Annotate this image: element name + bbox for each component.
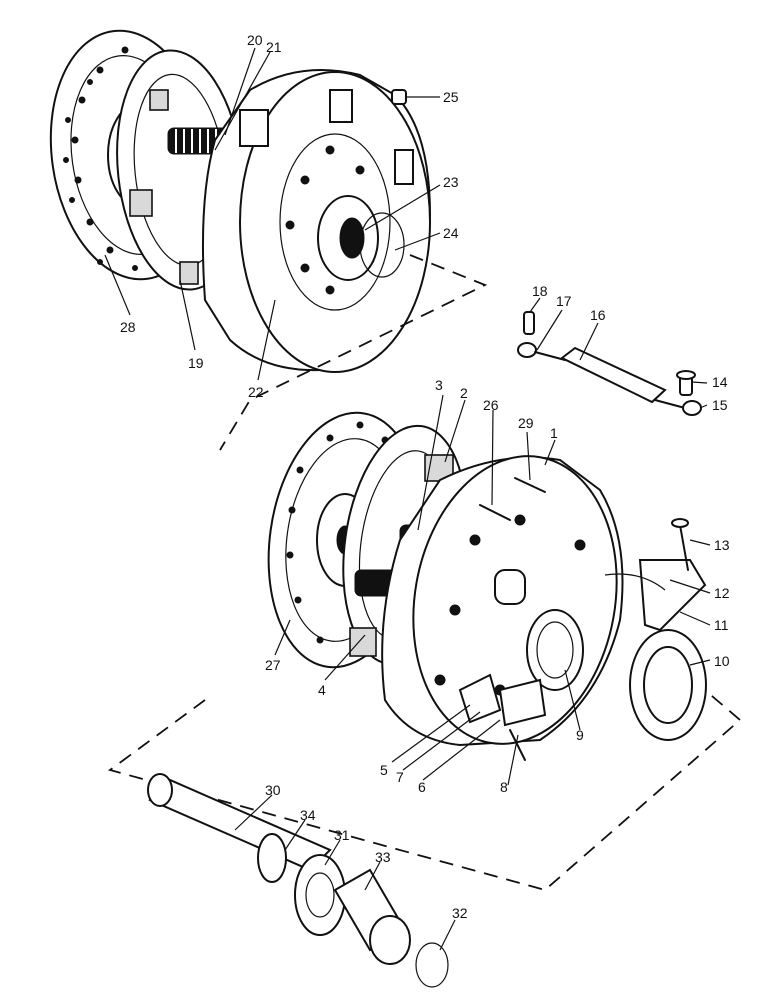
callout-21: 21 (266, 39, 282, 55)
callout-26: 26 (483, 397, 499, 413)
clevis-17 (517, 342, 566, 361)
linkage-rod-assembly (517, 311, 702, 416)
o-ring-32 (415, 942, 449, 988)
callout-9: 9 (576, 727, 584, 743)
callout-24: 24 (443, 225, 459, 241)
splined-hub-33 (333, 868, 411, 965)
callout-20: 20 (247, 32, 263, 48)
callout-6: 6 (418, 779, 426, 795)
release-bearing-23-24 (317, 195, 405, 281)
upper-clutch-assembly (49, 29, 488, 451)
callout-23: 23 (443, 174, 459, 190)
release-levers-5-8 (458, 673, 547, 761)
pin-18 (523, 311, 535, 335)
callout-2: 2 (460, 385, 468, 401)
callout-labels: 20 21 25 23 24 28 19 22 18 17 16 14 15 3… (120, 32, 730, 921)
callout-19: 19 (188, 355, 204, 371)
callout-5: 5 (380, 762, 388, 778)
retaining-plate-10 (629, 629, 707, 741)
callout-17: 17 (556, 293, 572, 309)
callout-11: 11 (714, 617, 729, 633)
callout-18: 18 (532, 283, 548, 299)
clevis-15 (654, 399, 702, 416)
callout-1: 1 (550, 425, 558, 441)
callout-27: 27 (265, 657, 281, 673)
callout-16: 16 (590, 307, 606, 323)
callout-33: 33 (375, 849, 391, 865)
callout-12: 12 (714, 585, 730, 601)
callout-15: 15 (712, 397, 728, 413)
rod-16 (560, 346, 667, 404)
pin-14 (676, 370, 696, 396)
spacer-34 (257, 833, 287, 883)
callout-3: 3 (435, 377, 443, 393)
callout-30: 30 (265, 782, 281, 798)
callout-22: 22 (248, 384, 264, 400)
pin-25 (391, 89, 407, 105)
callout-4: 4 (318, 682, 326, 698)
callout-25: 25 (443, 89, 459, 105)
callout-13: 13 (714, 537, 730, 553)
callout-34: 34 (300, 807, 316, 823)
input-shaft-assembly (147, 773, 449, 988)
callout-14: 14 (712, 374, 728, 390)
callout-7: 7 (396, 769, 404, 785)
leader-lines (104, 47, 711, 951)
clutch-cover-22 (201, 69, 432, 373)
fork-11-13 (604, 518, 707, 632)
callout-10: 10 (714, 653, 730, 669)
callout-29: 29 (518, 415, 534, 431)
callout-31: 31 (334, 827, 350, 843)
callout-28: 28 (120, 319, 136, 335)
bolts-26-29 (479, 477, 546, 521)
callout-32: 32 (452, 905, 468, 921)
callout-8: 8 (500, 779, 508, 795)
